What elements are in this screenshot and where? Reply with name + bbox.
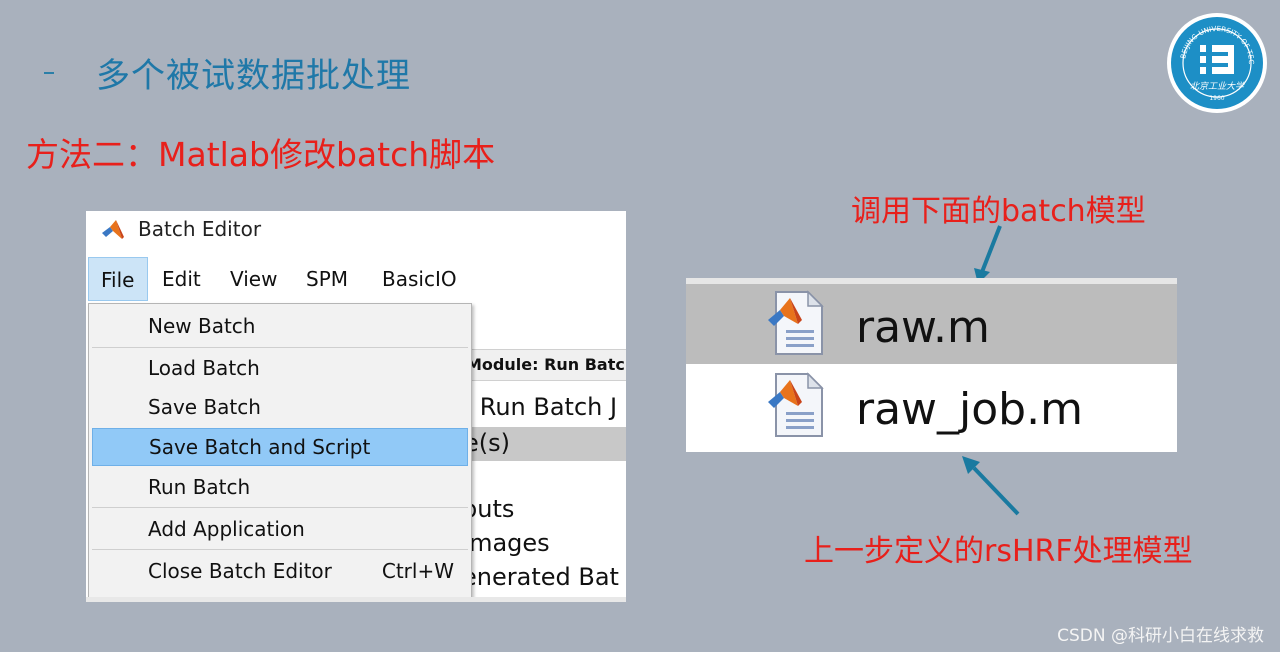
menu-item-add-application[interactable]: Add Application — [148, 517, 305, 541]
batch-editor-window: Batch Editor File Edit View SPM BasicIO … — [86, 211, 626, 602]
menu-item-new-batch[interactable]: New Batch — [148, 314, 256, 338]
svg-text:北京工业大学: 北京工业大学 — [1190, 81, 1245, 92]
matlab-file-icon — [768, 372, 824, 437]
method-title: 方法二：Matlab修改batch脚本 — [26, 135, 496, 174]
file-menu-dropdown: New Batch Load Batch Save Batch Save Bat… — [88, 303, 472, 599]
menu-basicio[interactable]: BasicIO — [382, 267, 457, 291]
menu-item-save-batch-and-script[interactable]: Save Batch and Script — [92, 428, 468, 466]
menu-edit[interactable]: Edit — [162, 267, 201, 291]
file-row-selected[interactable] — [686, 284, 1177, 364]
menu-separator — [92, 549, 468, 550]
menu-bar: File Edit View SPM BasicIO — [86, 257, 626, 301]
menu-file[interactable]: File — [88, 257, 148, 301]
module-selected-row[interactable]: e(s) — [462, 427, 626, 461]
matlab-logo-icon — [102, 220, 124, 239]
menu-item-load-batch[interactable]: Load Batch — [148, 356, 260, 380]
window-title: Batch Editor — [138, 217, 262, 241]
university-logo: BEIJING UNIVERSITY OF TECHNOLOGY 北京工业大学 … — [1166, 12, 1267, 113]
module-panel: Module: Run Batc : Run Batch J e(s) puts… — [462, 301, 626, 602]
module-row-images[interactable]: Images — [462, 529, 550, 557]
logo-year: 1960 — [1209, 95, 1224, 102]
file-name[interactable]: raw_job.m — [856, 384, 1083, 435]
menu-separator — [92, 347, 468, 348]
annotation-top: 调用下面的batch模型 — [851, 194, 1146, 229]
row-divider — [686, 278, 1177, 284]
file-name[interactable]: raw.m — [856, 302, 990, 353]
arrow-up-icon — [962, 456, 1020, 516]
menu-spm[interactable]: SPM — [306, 267, 349, 291]
matlab-file-icon — [768, 290, 824, 355]
bottom-strip — [86, 597, 626, 602]
shortcut-label: Ctrl+W — [381, 559, 454, 583]
menu-item-run-batch[interactable]: Run Batch — [148, 475, 251, 499]
module-header-bar — [462, 349, 626, 381]
bullet-dash — [44, 72, 54, 74]
menu-separator — [92, 507, 468, 508]
arrow-down-icon — [974, 225, 1002, 284]
annotation-bottom: 上一步定义的rsHRF处理模型 — [804, 534, 1193, 569]
menu-view[interactable]: View — [230, 267, 278, 291]
module-row-generated[interactable]: enerated Bat — [462, 563, 619, 591]
module-run-batch[interactable]: : Run Batch J — [464, 393, 618, 421]
title-bar: Batch Editor — [86, 211, 626, 249]
menu-item-save-batch[interactable]: Save Batch — [148, 395, 261, 419]
module-header: Module: Run Batc — [466, 355, 625, 374]
watermark: CSDN @科研小白在线求救 — [1057, 626, 1264, 646]
slide-title: 多个被试数据批处理 — [96, 56, 411, 96]
file-list: raw.m raw_job.m — [686, 278, 1177, 452]
